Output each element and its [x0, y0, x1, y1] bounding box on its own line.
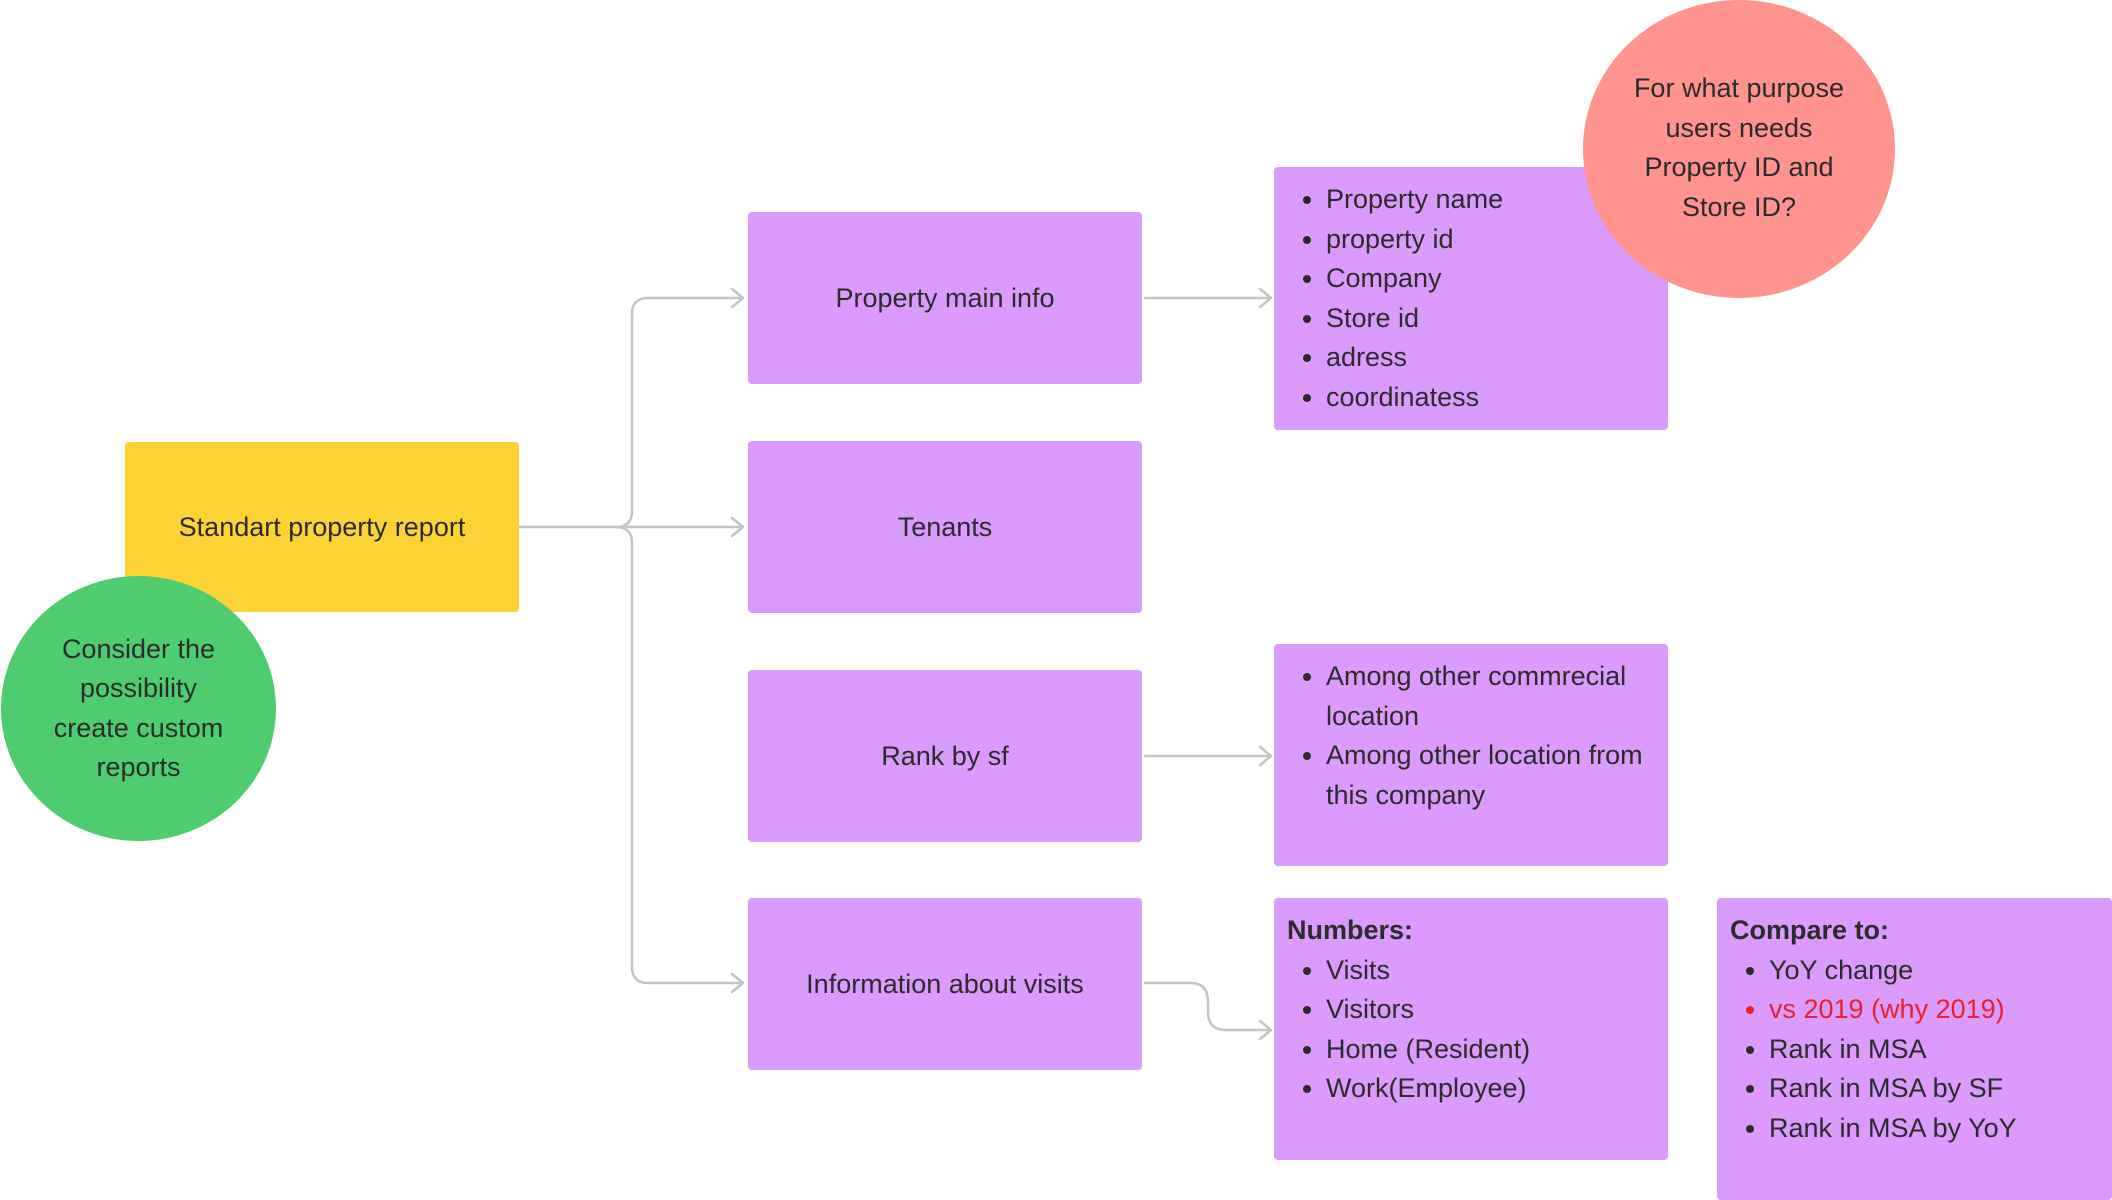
- arrowhead-visits: [730, 972, 745, 994]
- branch-information-about-visits[interactable]: Information about visits: [748, 898, 1142, 1070]
- rank-by-sf-list[interactable]: Among other commrecial location Among ot…: [1274, 644, 1668, 866]
- note-line: For what purpose: [1633, 73, 1845, 103]
- list-item: YoY change: [1769, 951, 2112, 991]
- visits-numbers-list[interactable]: Numbers: Visits Visitors Home (Resident)…: [1274, 898, 1668, 1160]
- property-fields-list: Property name property id Company Store …: [1274, 180, 1668, 417]
- note-line: possibility: [79, 673, 198, 703]
- connector-visits-numbers: [1143, 981, 1272, 1032]
- branch-label: Information about visits: [806, 968, 1084, 999]
- note-purpose-question-text: For what purpose users needs Property ID…: [1634, 69, 1844, 227]
- note-custom-reports-text: Consider the possibility create custom r…: [54, 630, 224, 788]
- compare-heading: Compare to:: [1730, 915, 1890, 945]
- list-item-highlighted: vs 2019 (why 2019): [1769, 990, 2112, 1030]
- list-item: Property name: [1326, 180, 1668, 220]
- note-line: Property ID and: [1644, 152, 1834, 182]
- connector-to-main-info: [614, 296, 744, 529]
- list-item: Store id: [1326, 299, 1668, 339]
- note-line: Store ID?: [1681, 191, 1797, 222]
- note-line: reports: [96, 752, 181, 782]
- list-item: Home (Resident): [1326, 1030, 1668, 1070]
- arrowhead-main-info-list: [1258, 287, 1273, 309]
- list-item: property id: [1326, 220, 1668, 260]
- note-purpose-question[interactable]: For what purpose users needs Property ID…: [1583, 0, 1895, 298]
- arrowhead-rank-list: [1258, 745, 1273, 767]
- list-item: Company: [1326, 259, 1668, 299]
- list-item: adress: [1326, 338, 1668, 378]
- list-item: Rank in MSA by YoY: [1769, 1109, 2112, 1149]
- branch-property-main-info[interactable]: Property main info: [748, 212, 1142, 384]
- list-item: Among other location from this company: [1326, 736, 1654, 815]
- list-item: coordinatess: [1326, 378, 1668, 418]
- connector-to-visits: [614, 525, 744, 985]
- list-item: Rank in MSA: [1769, 1030, 2112, 1070]
- numbers-heading: Numbers:: [1287, 915, 1414, 945]
- list-item: Work(Employee): [1326, 1069, 1668, 1109]
- branch-rank-by-sf[interactable]: Rank by sf: [748, 670, 1142, 842]
- note-line: users needs: [1665, 112, 1813, 143]
- list-item: Visits: [1326, 951, 1668, 991]
- arrowhead-visits-numbers: [1258, 1019, 1273, 1041]
- root-node[interactable]: Standart property report: [125, 442, 519, 612]
- arrowhead-tenants: [730, 516, 745, 538]
- branch-label: Property main info: [835, 282, 1055, 313]
- compare-items: YoY change vs 2019 (why 2019) Rank in MS…: [1717, 951, 2112, 1149]
- list-item: Among other commrecial location: [1326, 657, 1654, 736]
- note-line: Consider the: [61, 633, 216, 664]
- numbers-items: Visits Visitors Home (Resident) Work(Emp…: [1274, 951, 1668, 1109]
- compare-to-list[interactable]: Compare to: YoY change vs 2019 (why 2019…: [1717, 898, 2112, 1200]
- branch-label: Rank by sf: [881, 740, 1009, 771]
- branch-label: Tenants: [897, 511, 993, 542]
- list-item: Visitors: [1326, 990, 1668, 1030]
- root-node-label: Standart property report: [178, 511, 466, 542]
- rank-criteria-list: Among other commrecial location Among ot…: [1274, 657, 1654, 815]
- list-item: Rank in MSA by SF: [1769, 1069, 2112, 1109]
- branch-tenants[interactable]: Tenants: [748, 441, 1142, 613]
- note-custom-reports[interactable]: Consider the possibility create custom r…: [1, 576, 276, 841]
- arrowhead-main-info: [730, 287, 745, 309]
- note-line: create custom: [53, 712, 224, 743]
